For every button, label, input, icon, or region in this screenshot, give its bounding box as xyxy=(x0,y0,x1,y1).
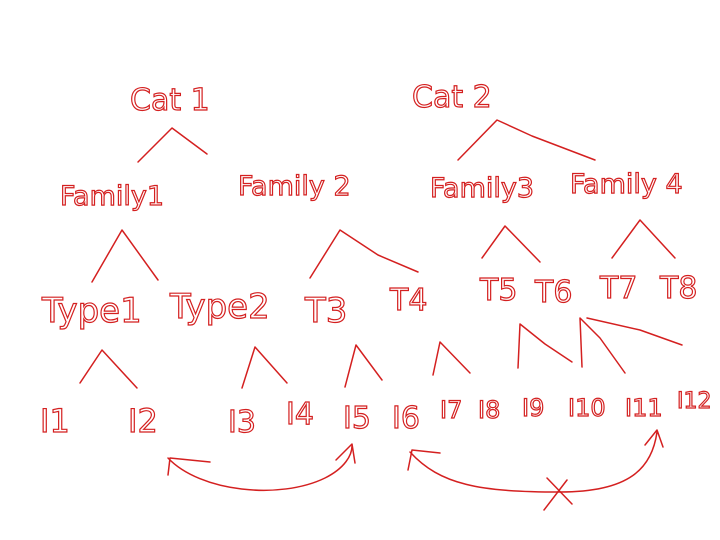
type-label-8: T8 xyxy=(659,271,697,306)
connector-family2-types xyxy=(309,229,419,279)
item-label-12: I12 xyxy=(677,389,711,414)
arrowhead-right-i5 xyxy=(335,443,356,464)
category-label-2: Cat 2 xyxy=(412,80,492,115)
item-label-9: I9 xyxy=(522,394,544,422)
type-label-1: Type1 xyxy=(41,291,142,331)
arrowhead-left-i6 xyxy=(407,449,441,471)
item-label-3: I3 xyxy=(228,405,256,440)
item-label-11: I11 xyxy=(625,394,663,422)
connector-t6-items xyxy=(579,317,626,374)
family-label-3: Family3 xyxy=(430,173,534,204)
item-label-8: I8 xyxy=(478,396,500,424)
connector-type2-items xyxy=(241,346,288,389)
type-label-6: T6 xyxy=(534,275,572,310)
cross-out-mark xyxy=(543,477,573,511)
item-label-1: I1 xyxy=(40,402,70,440)
connector-family1-types xyxy=(91,229,159,283)
type-label-7: T7 xyxy=(599,271,637,306)
connector-t3-items xyxy=(344,344,383,388)
connector-cat1-families xyxy=(137,127,208,163)
connector-family4-types xyxy=(611,219,676,259)
category-label-1: Cat 1 xyxy=(130,83,210,118)
link-arrow-i6-i11 xyxy=(409,431,658,493)
connector-type1-items xyxy=(79,349,138,389)
link-arrow-i2-i5 xyxy=(167,445,353,492)
family-label-4: Family 4 xyxy=(570,169,683,200)
type-label-2: Type2 xyxy=(169,287,270,327)
type-label-4: T4 xyxy=(389,283,427,318)
item-label-6: I6 xyxy=(392,401,420,436)
connector-cat2-families xyxy=(457,119,596,161)
connector-family3-types xyxy=(481,225,541,263)
arrowhead-left-i2 xyxy=(167,457,211,476)
connector-t5-items xyxy=(517,323,573,369)
item-label-7: I7 xyxy=(440,396,462,424)
connector-t4-items xyxy=(432,341,471,376)
item-label-5: I5 xyxy=(343,401,371,436)
family-label-1: Family1 xyxy=(60,181,164,212)
arrowhead-right-i11 xyxy=(644,429,664,448)
type-label-5: T5 xyxy=(479,273,517,308)
item-label-4: I4 xyxy=(286,397,314,432)
family-label-2: Family 2 xyxy=(238,171,351,202)
item-label-10: I10 xyxy=(568,394,606,422)
type-label-3: T3 xyxy=(304,291,347,331)
connector-t7-items xyxy=(586,317,683,346)
item-label-2: I2 xyxy=(128,402,158,440)
